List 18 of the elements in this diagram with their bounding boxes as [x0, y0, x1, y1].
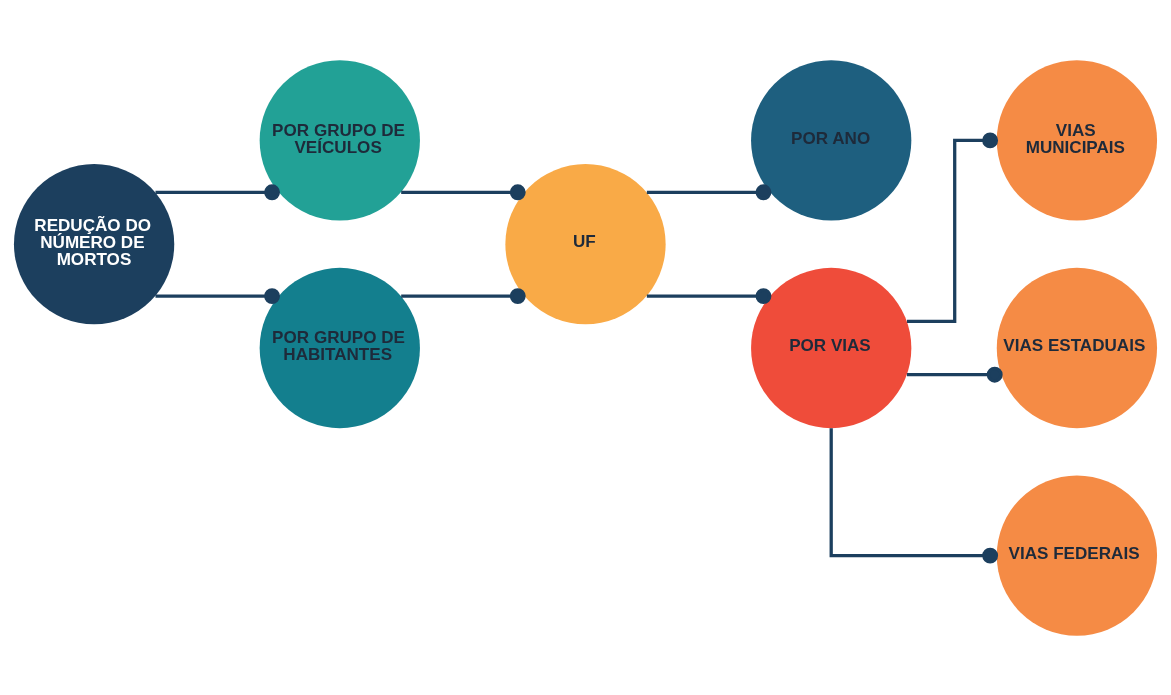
- node-circle: POR GRUPO DE VEÍCULOS: [259, 59, 420, 221]
- node-circle: VIAS FEDERAIS: [996, 474, 1158, 636]
- node-circle: UF: [505, 163, 666, 324]
- node-circle: POR ANO: [751, 59, 912, 221]
- connector: [155, 183, 280, 200]
- connector: [829, 427, 999, 564]
- node-circle: VIAS ESTADUAIS: [996, 267, 1158, 428]
- node-circle: POR VIAS: [751, 267, 912, 428]
- connector: [906, 131, 999, 323]
- connector: [646, 287, 772, 304]
- connector: [401, 287, 526, 304]
- node-circle: REDUÇÃO DO NÚMERO DE MORTOS: [13, 163, 175, 324]
- node-circle: POR GRUPO DE HABITANTES: [259, 267, 420, 428]
- node-circle: VIAS MUNICIPAIS: [996, 59, 1158, 221]
- connector: [155, 287, 280, 304]
- connector: [906, 366, 1003, 383]
- connector: [646, 183, 772, 200]
- connector: [401, 183, 526, 200]
